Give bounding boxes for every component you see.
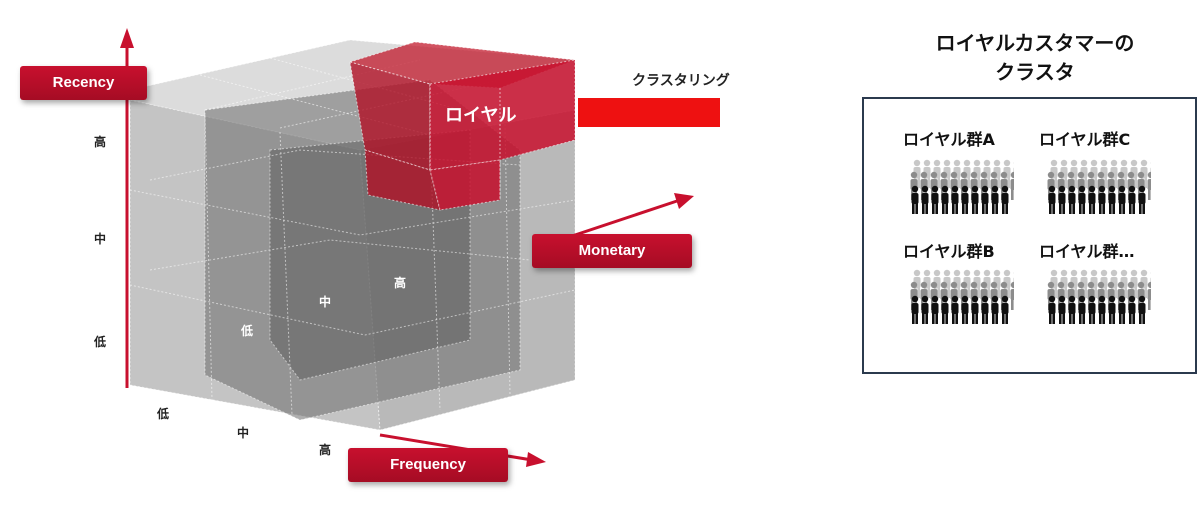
person-icon [971,295,979,324]
monetary-tag: Monetary [532,234,692,268]
person-icon [911,185,919,214]
person-icon [931,185,939,214]
cluster-panel [862,97,1197,374]
rfm-cube-diagram [120,28,720,467]
person-icon [911,295,919,324]
crowd-icon-etc [1047,269,1151,324]
person-icon [1010,171,1014,200]
crowd-icon-b [910,269,1014,324]
person-icon [941,295,949,324]
person-icon [1068,295,1076,324]
frequency-tick-low: 低 [157,407,170,421]
group-label-a: ロイヤル群A [903,130,995,149]
panel-title-line2: クラスタ [995,60,1075,84]
person-icon [1118,185,1126,214]
person-icon [1078,185,1086,214]
person-icon [1147,171,1151,200]
person-icon [931,295,939,324]
person-icon [951,295,959,324]
person-icon [1078,295,1086,324]
loyal-label: ロイヤル [445,105,517,126]
person-icon [941,185,949,214]
person-icon [1138,185,1146,214]
person-icon [1138,295,1146,324]
person-icon [1048,295,1056,324]
person-icon [1001,185,1009,214]
group-label-etc: ロイヤル群… [1039,242,1135,261]
depth-label-high: 高 [394,276,407,290]
crowd-icon-c [1047,159,1151,214]
recency-tick-low: 低 [94,335,107,349]
person-icon [991,185,999,214]
person-icon [1010,281,1014,310]
person-icon [1118,295,1126,324]
person-icon [1147,281,1151,310]
person-icon [1058,185,1066,214]
person-icon [951,185,959,214]
depth-label-mid: 中 [319,295,332,309]
person-icon [1088,185,1096,214]
loyal-segment-cube [348,41,576,211]
person-icon [1098,295,1106,324]
person-icon [1128,185,1136,214]
person-icon [1048,185,1056,214]
person-icon [1108,295,1116,324]
frequency-tag: Frequency [348,448,508,482]
depth-label-low: 低 [241,324,254,338]
person-icon [981,295,989,324]
group-label-b: ロイヤル群B [903,242,995,261]
person-icon [1001,295,1009,324]
person-icon [1098,185,1106,214]
crowd-icon-a [910,159,1014,214]
clustering-arrow [578,98,720,127]
person-icon [991,295,999,324]
frequency-tick-high: 高 [319,443,332,457]
person-icon [971,185,979,214]
person-icon [921,185,929,214]
person-icon [981,185,989,214]
frequency-tick-mid: 中 [237,426,250,440]
recency-tick-mid: 中 [94,232,107,246]
monetary-axis [559,198,681,242]
person-icon [1088,295,1096,324]
person-icon [1128,295,1136,324]
person-icon [1068,185,1076,214]
recency-tag: Recency [20,66,147,100]
person-icon [921,295,929,324]
person-icon [1058,295,1066,324]
person-icon [1108,185,1116,214]
panel-title-line1: ロイヤルカスタマーの [935,31,1135,55]
recency-tick-high: 高 [94,135,107,149]
group-label-c: ロイヤル群C [1039,130,1131,149]
clustering-label: クラスタリング [632,73,730,89]
person-icon [961,295,969,324]
person-icon [961,185,969,214]
